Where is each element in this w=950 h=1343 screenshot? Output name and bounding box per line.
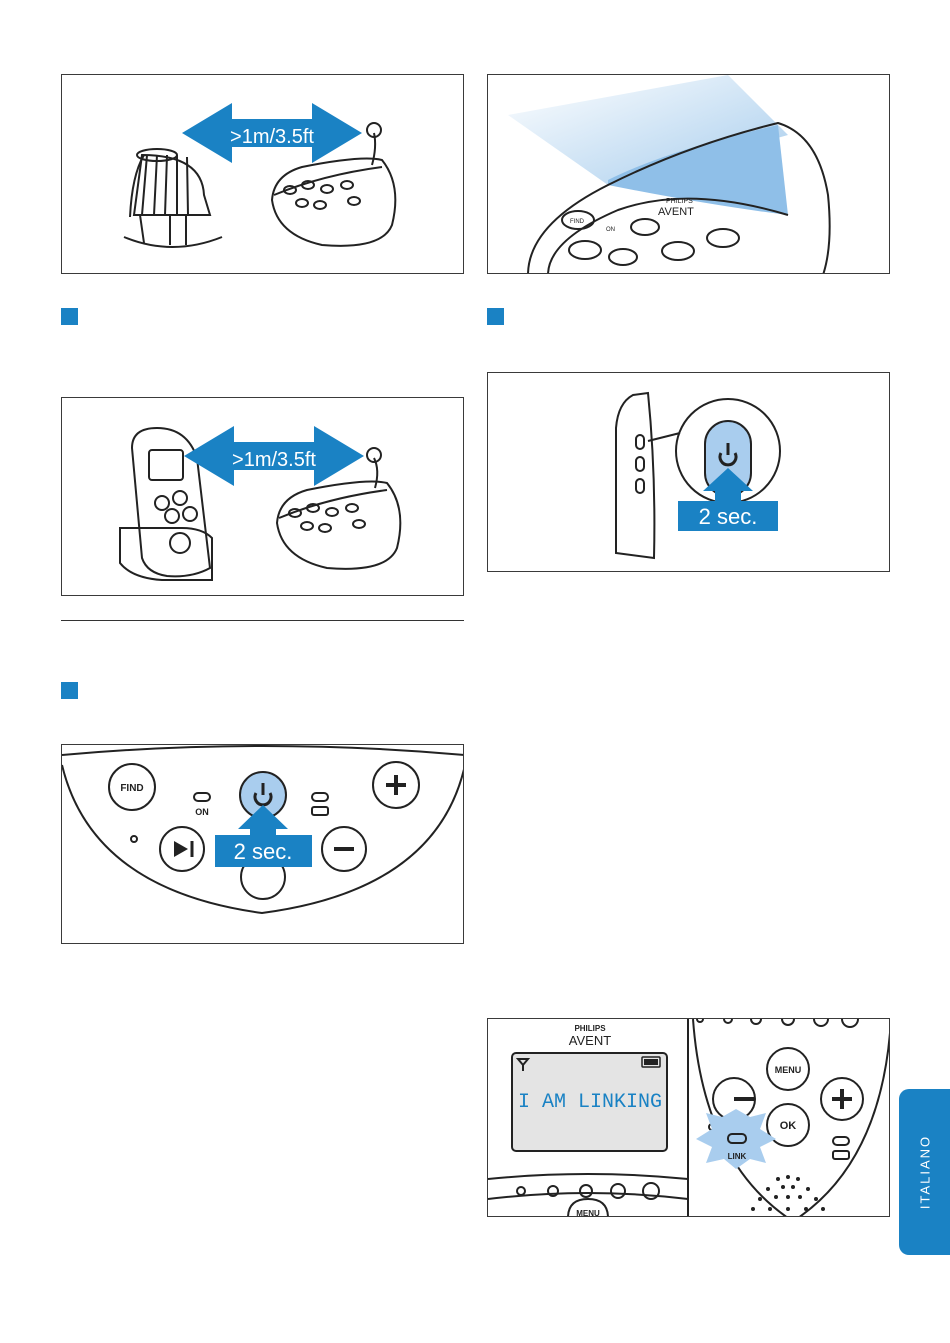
section-divider [61,620,464,621]
step-bullet-3 [61,682,78,699]
brand-main-small: AVENT [658,206,694,218]
button-closeup-illustration: 2 sec. FIND ON [62,745,464,944]
side-power-illustration: 2 sec. [488,373,890,572]
panel-button-closeup: 2 sec. FIND ON [61,744,464,944]
panel-linking: PHILIPS AVENT I AM LINKING MENU MENU OK … [487,1018,890,1217]
distance-label: >1m/3.5ft [230,126,314,148]
display-text: I AM LINKING [518,1091,662,1114]
find-button-label: FIND [120,783,143,794]
link-button-label: LINK [728,1152,747,1161]
distance-label-2: >1m/3.5ft [232,449,316,471]
linking-illustration: PHILIPS AVENT I AM LINKING MENU MENU OK … [488,1019,890,1217]
baby-unit-light-illustration: PHILIPS AVENT FIND ON [488,75,890,274]
ok-button-label: OK [780,1120,797,1132]
parent-unit-distance-illustration: >1m/3.5ft [62,398,464,596]
find-button-small: FIND [570,219,585,225]
step-bullet-2 [487,308,504,325]
brand-top-small: PHILIPS [666,198,693,205]
panel-parent-unit-distance: >1m/3.5ft [61,397,464,596]
menu-button-lower: MENU [576,1209,600,1217]
step-bullet-1 [61,308,78,325]
brand-top: PHILIPS [574,1024,606,1033]
menu-button-label: MENU [775,1065,802,1075]
panel-baby-unit-top: PHILIPS AVENT FIND ON [487,74,890,274]
language-tab: ITALIANO [899,1089,950,1255]
hold-time-label-2: 2 sec. [234,839,293,864]
language-tab-label: ITALIANO [917,1135,932,1209]
panel-cradle-distance: >1m/3.5ft [61,74,464,274]
hold-time-label: 2 sec. [699,504,758,529]
panel-side-power-button: 2 sec. [487,372,890,572]
on-indicator-label: ON [195,807,209,817]
on-label-small: ON [606,227,615,233]
cradle-distance-illustration: >1m/3.5ft [62,75,464,274]
brand-main: AVENT [569,1033,611,1048]
